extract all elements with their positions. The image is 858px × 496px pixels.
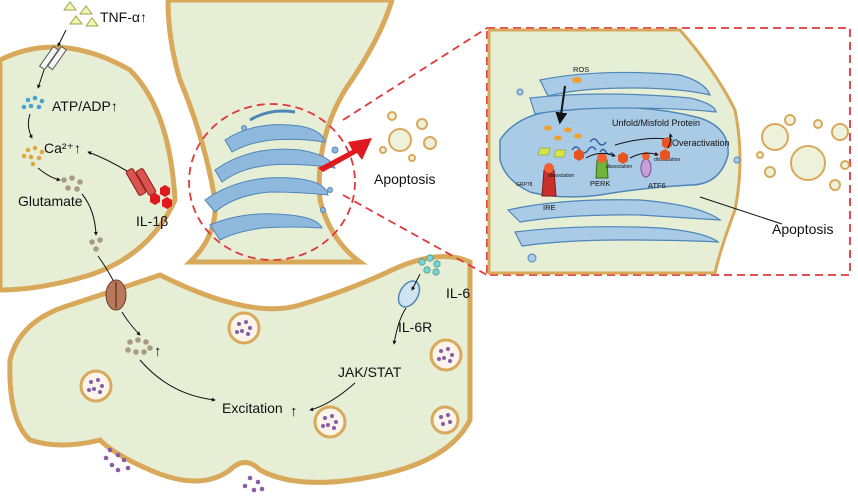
yellow-chaperones bbox=[537, 147, 567, 158]
vesicles-post bbox=[79, 311, 463, 439]
apoptosis-label-center: Apoptosis bbox=[374, 171, 435, 187]
apoptosis-label-inset: Apoptosis bbox=[772, 221, 833, 237]
ros-label: ROS bbox=[573, 65, 589, 74]
perk-sensor-icon bbox=[595, 153, 609, 179]
connector-bottom bbox=[342, 194, 488, 276]
apoptotic-bodies-inset bbox=[756, 114, 850, 191]
atf6-sensor-icon bbox=[640, 152, 652, 178]
ros-dot bbox=[572, 77, 582, 83]
ire-label: IRE bbox=[543, 203, 556, 212]
excitation-label: Excitation bbox=[222, 400, 283, 416]
connector-top bbox=[342, 27, 488, 121]
atf6-label: ATF6 bbox=[648, 181, 666, 190]
il6r-receptor-icon bbox=[397, 273, 421, 308]
glutamate-dots-post bbox=[125, 337, 153, 355]
postsynaptic-neuron bbox=[7, 254, 473, 485]
glutamate-dots-cleft bbox=[89, 237, 103, 252]
glutamate-label: Glutamate bbox=[18, 193, 83, 209]
er-highlight-ellipse bbox=[188, 103, 356, 261]
excitation-up-arrow: ↑ bbox=[290, 403, 298, 420]
activation-hexagons bbox=[574, 137, 672, 164]
dissociation-label-2: dissociation bbox=[606, 164, 632, 170]
ros-particles bbox=[544, 125, 582, 141]
glutamate-up-arrow: ↑ bbox=[154, 343, 162, 360]
apoptosis-red-arrow bbox=[318, 138, 372, 172]
er-stack-icon bbox=[204, 109, 339, 241]
il6-dots bbox=[418, 254, 441, 276]
astrocyte-left bbox=[0, 44, 178, 293]
glutamate-dots-astrocyte bbox=[61, 175, 83, 192]
jakstat-label: JAK/STAT bbox=[338, 364, 402, 380]
tnf-receptor-icon bbox=[38, 45, 68, 71]
atp-adp-label: ATP/ADP↑ bbox=[52, 98, 118, 114]
calcium-dots bbox=[21, 145, 45, 167]
ire-sensor-icon bbox=[541, 163, 557, 197]
apoptotic-bodies-center bbox=[379, 111, 437, 162]
tnf-alpha-triangles bbox=[63, 1, 99, 27]
il6r-label: IL-6R bbox=[398, 319, 432, 335]
il1b-hexagons bbox=[150, 185, 172, 209]
grp78-label: GRP78 bbox=[516, 182, 533, 188]
atp-dots bbox=[21, 95, 45, 110]
inset-er-icon bbox=[499, 71, 741, 263]
released-dots-bottom bbox=[103, 447, 265, 493]
il6-label: IL-6 bbox=[446, 285, 470, 301]
perk-label: PERK bbox=[590, 179, 610, 188]
unfold-misfold-label: Unfold/Misfold Protein bbox=[612, 118, 700, 128]
il1b-label: IL-1β bbox=[136, 213, 168, 229]
dissociation-label-1: dissociation bbox=[548, 173, 574, 179]
dissociation-label-3: dissociation bbox=[654, 157, 680, 163]
calcium-label: Ca²⁺↑ bbox=[44, 140, 81, 156]
glutamate-receptor-icon bbox=[105, 279, 127, 311]
il1b-receptor-icon bbox=[125, 168, 157, 196]
overactivation-label: Overactivation bbox=[672, 138, 730, 148]
tnf-alpha-label: TNF-α↑ bbox=[100, 9, 147, 25]
